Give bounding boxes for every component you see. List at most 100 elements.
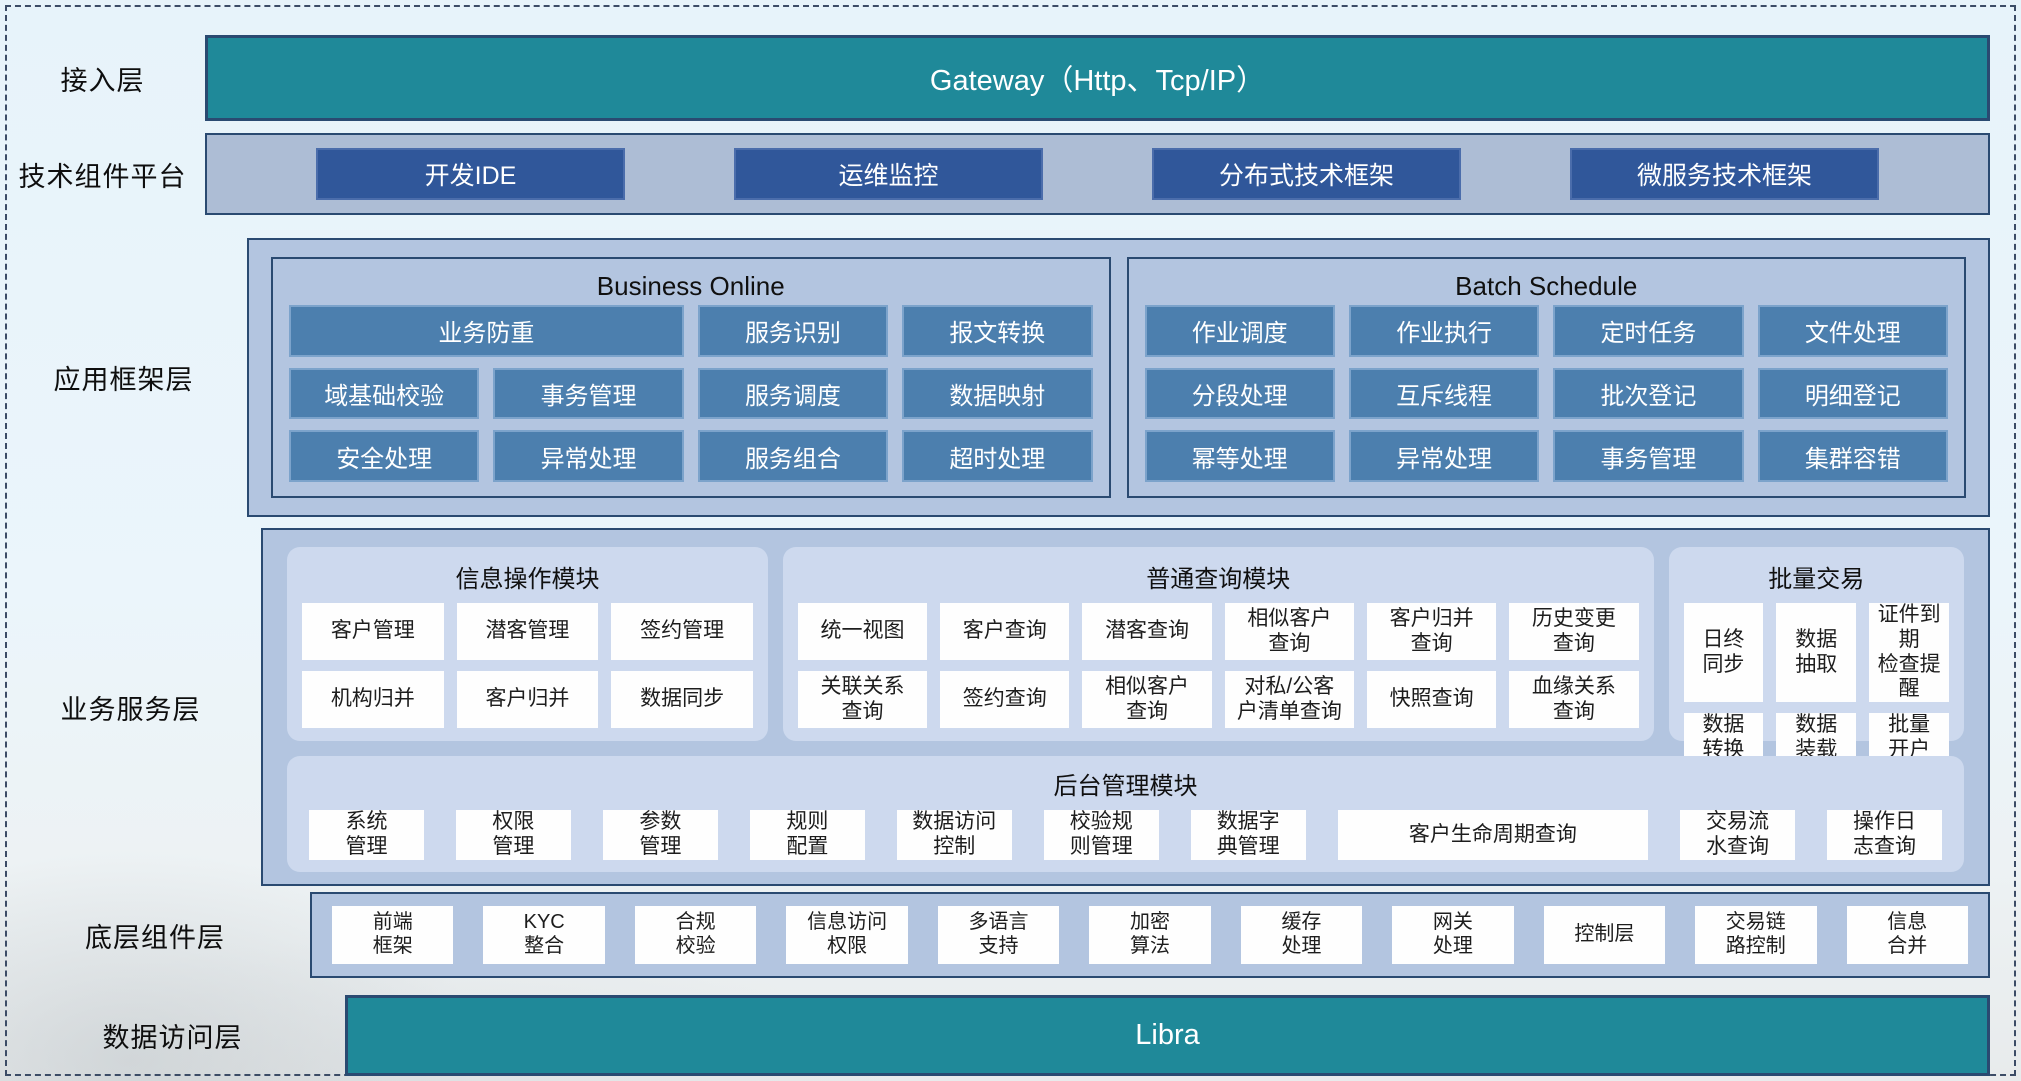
info-module-item: 客户归并 xyxy=(456,671,599,728)
query-module-item: 潜客查询 xyxy=(1082,603,1212,660)
layer-gutter-base-components: 底层组件层 xyxy=(0,892,310,978)
business-online-title: Business Online xyxy=(596,271,785,301)
business-online-item: 服务识别 xyxy=(697,305,889,357)
admin-module: 后台管理模块 系统 管理 权限 管理 参数 管理 规则 配置 xyxy=(287,756,1964,872)
query-module-item: 客户归并 查询 xyxy=(1366,603,1497,660)
general-query-module-title: 普通查询模块 xyxy=(1146,566,1291,593)
batch-trade-item: 日终 同步 xyxy=(1683,603,1764,703)
base-component-item: 信息 合并 xyxy=(1846,906,1968,964)
business-online-grid: 业务防重 服务识别 报文转换 域基础校验 事务管理 服务调度 xyxy=(289,305,1093,482)
query-module-item: 客户查询 xyxy=(940,603,1070,660)
batch-trade-item: 批量 开户 xyxy=(1869,713,1949,763)
admin-module-item: 规则 配置 xyxy=(749,810,865,860)
query-module-item: 历史变更 查询 xyxy=(1509,603,1639,660)
layer-band-base-components: 底层组件层 前端 框架 KYC 整合 合规 校验 信息访问 权限 多语言 支持 xyxy=(0,892,1990,978)
general-query-module: 普通查询模块 统一视图 客户查询 潜客查询 相似客户 查询 xyxy=(782,547,1654,741)
admin-module-item: 数据字 典管理 xyxy=(1190,810,1306,860)
tech-platform-button: 分布式技术框架 xyxy=(1152,148,1461,200)
layer-band-tech-platform: 技术组件平台 开发IDE 运维监控 分布式技术框架 微服务技术框架 xyxy=(0,133,1990,215)
query-module-item: 关联关系 查询 xyxy=(797,671,928,728)
batch-schedule-item: 异常处理 xyxy=(1348,430,1540,482)
query-module-item: 快照查询 xyxy=(1366,671,1497,728)
layer-label-base-components: 底层组件层 xyxy=(85,922,225,953)
info-module-item: 数据同步 xyxy=(611,671,753,728)
query-module-item: 相似客户 查询 xyxy=(1082,671,1212,728)
batch-schedule-item: 分段处理 xyxy=(1144,367,1335,420)
business-online-item: 异常处理 xyxy=(493,430,684,482)
layer-gutter-business-service: 业务服务层 xyxy=(0,528,261,886)
layer-gutter-app-framework: 应用框架层 xyxy=(0,238,247,517)
batch-schedule-item: 明细登记 xyxy=(1757,367,1948,420)
app-framework-container: Business Online 业务防重 服务识别 报文转换 域基础校验 xyxy=(247,238,1990,517)
query-module-item: 相似客户 查询 xyxy=(1224,603,1354,660)
query-module-item: 统一视图 xyxy=(797,603,928,660)
info-module-item: 签约管理 xyxy=(611,603,753,660)
batch-schedule-item: 批次登记 xyxy=(1553,367,1744,420)
base-component-item: 前端 框架 xyxy=(332,906,454,964)
batch-schedule-grid: 作业调度 作业执行 定时任务 文件处理 分段处理 互斥线程 xyxy=(1144,305,1948,482)
base-component-item: KYC 整合 xyxy=(483,906,605,964)
query-module-item: 对私/公客 户清单查询 xyxy=(1224,671,1354,728)
batch-schedule-title: Batch Schedule xyxy=(1455,271,1638,301)
general-query-grid: 统一视图 客户查询 潜客查询 相似客户 查询 客户归并 查询 xyxy=(797,603,1639,728)
base-components-container: 前端 框架 KYC 整合 合规 校验 信息访问 权限 多语言 支持 加密 算法 … xyxy=(310,892,1990,978)
layer-band-app-framework: 应用框架层 Business Online 业务防重 服务识别 报文转 xyxy=(0,238,1990,517)
info-module-item: 客户管理 xyxy=(302,603,444,660)
base-component-item: 控制层 xyxy=(1543,906,1666,964)
admin-module-item: 交易流 水查询 xyxy=(1680,810,1796,860)
layer-label-access: 接入层 xyxy=(60,65,145,96)
business-online-item: 服务组合 xyxy=(697,430,889,482)
layer-gutter-tech-platform: 技术组件平台 xyxy=(0,133,205,215)
base-component-item: 缓存 处理 xyxy=(1240,906,1363,964)
layer-band-data-access: 数据访问层 Libra xyxy=(0,995,1990,1076)
batch-trade-grid: 日终 同步 数据 抽取 证件到期 检查提醒 数据 转换 数据 装载 xyxy=(1683,603,1949,763)
layer-label-business-service: 业务服务层 xyxy=(60,694,201,725)
batch-trade-item: 数据 抽取 xyxy=(1776,603,1857,703)
layer-gutter-data-access: 数据访问层 xyxy=(0,995,345,1076)
info-operation-module: 信息操作模块 客户管理 潜客管理 签约管理 机构归并 xyxy=(287,547,768,741)
business-online-item: 报文转换 xyxy=(902,305,1093,357)
batch-trade-module-title: 批量交易 xyxy=(1768,566,1865,593)
libra-bar-label: Libra xyxy=(1135,1019,1200,1051)
admin-module-item: 参数 管理 xyxy=(602,810,718,860)
batch-schedule-item: 事务管理 xyxy=(1553,430,1744,482)
base-component-item: 网关 处理 xyxy=(1392,906,1514,964)
admin-module-row: 系统 管理 权限 管理 参数 管理 规则 配置 数据访问 控制 校验规 则管理 xyxy=(303,810,1948,860)
base-component-item: 多语言 支持 xyxy=(937,906,1060,964)
batch-schedule-item: 互斥线程 xyxy=(1348,367,1540,420)
query-module-item: 血缘关系 查询 xyxy=(1509,671,1639,728)
tech-platform-row: 开发IDE 运维监控 分布式技术框架 微服务技术框架 xyxy=(205,133,1990,215)
query-module-item: 签约查询 xyxy=(940,671,1070,728)
layer-band-business-service: 业务服务层 信息操作模块 客户管理 潜客管理 xyxy=(0,528,1990,886)
tech-platform-button: 运维监控 xyxy=(734,148,1043,200)
layer-band-access: 接入层 Gateway（Http、Tcp/IP） xyxy=(0,35,1990,121)
layer-label-tech-platform: 技术组件平台 xyxy=(18,161,187,192)
info-operation-module-title: 信息操作模块 xyxy=(455,566,600,593)
base-component-item: 合规 校验 xyxy=(634,906,757,964)
admin-module-title: 后台管理模块 xyxy=(1053,773,1198,800)
batch-trade-item: 证件到期 检查提醒 xyxy=(1869,603,1949,703)
business-service-container: 信息操作模块 客户管理 潜客管理 签约管理 机构归并 xyxy=(261,528,1990,886)
service-modules-row: 信息操作模块 客户管理 潜客管理 签约管理 机构归并 xyxy=(287,547,1964,763)
business-online-item: 超时处理 xyxy=(902,430,1093,482)
business-online-item: 事务管理 xyxy=(493,367,684,420)
batch-schedule-item: 作业调度 xyxy=(1144,305,1335,357)
batch-trade-module: 批量交易 日终 同步 数据 抽取 证件到期 检查提醒 数据 xyxy=(1668,547,1964,763)
business-online-item: 业务防重 xyxy=(289,305,684,357)
gateway-bar: Gateway（Http、Tcp/IP） xyxy=(205,35,1990,121)
base-component-item: 信息访问 权限 xyxy=(786,906,908,964)
admin-module-item: 数据访问 控制 xyxy=(896,810,1012,860)
batch-schedule-item: 文件处理 xyxy=(1757,305,1948,357)
info-module-item: 机构归并 xyxy=(302,671,444,728)
layer-gutter-access: 接入层 xyxy=(0,35,205,121)
business-online-item: 安全处理 xyxy=(289,430,480,482)
batch-trade-item: 数据 装载 xyxy=(1776,713,1857,763)
base-component-item: 加密 算法 xyxy=(1089,906,1211,964)
business-online-panel: Business Online 业务防重 服务识别 报文转换 域基础校验 xyxy=(271,257,1111,498)
admin-module-item: 权限 管理 xyxy=(455,810,571,860)
admin-module-item: 系统 管理 xyxy=(309,810,424,860)
tech-platform-button: 微服务技术框架 xyxy=(1570,148,1879,200)
gateway-bar-label: Gateway（Http、Tcp/IP） xyxy=(929,65,1266,97)
